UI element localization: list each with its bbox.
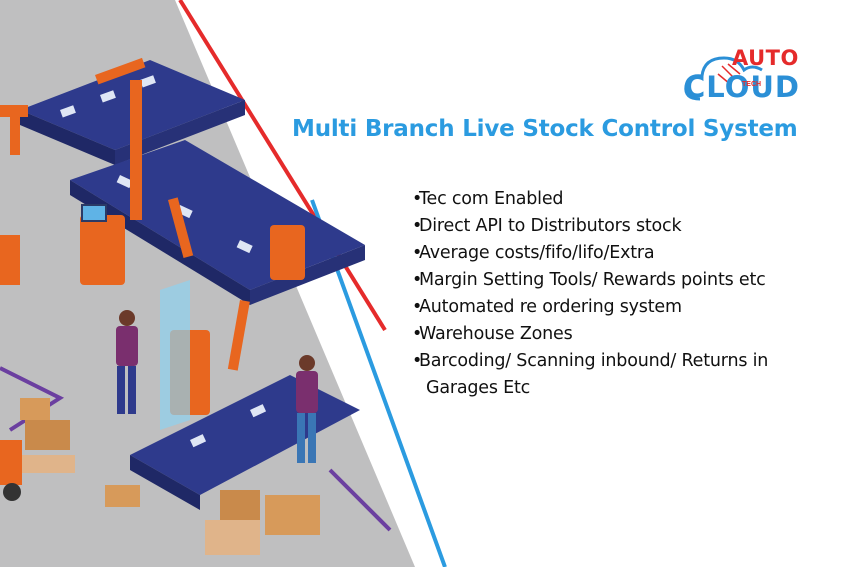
feature-item: •Automated re ordering system [412, 294, 832, 321]
page-title: Multi Branch Live Stock Control System [292, 116, 798, 142]
feature-item: •Average costs/fifo/lifo/Extra [412, 240, 832, 267]
bullet-icon: • [412, 243, 423, 263]
feature-item: •Margin Setting Tools/ Rewards points et… [412, 267, 832, 294]
bullet-icon: • [412, 216, 423, 236]
logo-text-cloud: CLOUD [684, 70, 801, 104]
feature-text: Warehouse Zones [419, 324, 573, 344]
brand-logo: AUTO CLOUD TECH [682, 44, 832, 106]
red-stripe [178, 0, 387, 332]
feature-item: •Barcoding/ Scanning inbound/ Returns in… [412, 348, 832, 402]
feature-text: Average costs/fifo/lifo/Extra [419, 243, 655, 263]
logo-text-auto: AUTO [732, 46, 799, 70]
feature-text: Automated re ordering system [419, 297, 682, 317]
forklift [0, 440, 22, 501]
feature-item: •Tec com Enabled [412, 186, 832, 213]
feature-text: Barcoding/ Scanning inbound/ Returns in [419, 351, 769, 371]
feature-text-continuation: Garages Etc [426, 378, 531, 398]
bullet-icon: • [412, 297, 423, 317]
bullet-icon: • [412, 324, 423, 344]
floor-line [328, 468, 392, 532]
worker-figure [116, 310, 138, 414]
feature-item: •Direct API to Distributors stock [412, 213, 832, 240]
monitor-icon [81, 204, 107, 222]
cardboard-boxes [15, 398, 320, 555]
bullet-icon: • [412, 189, 423, 209]
glass-panel [160, 280, 190, 430]
bullet-icon: • [412, 351, 423, 371]
bullet-icon: • [412, 270, 423, 290]
feature-list: •Tec com Enabled •Direct API to Distribu… [412, 186, 832, 402]
cloud-icon [684, 56, 763, 101]
feature-text: Tec com Enabled [419, 189, 564, 209]
feature-text: Direct API to Distributors stock [419, 216, 682, 236]
feature-text: Margin Setting Tools/ Rewards points etc [419, 270, 766, 290]
feature-item: •Warehouse Zones [412, 321, 832, 348]
worker-figure [296, 355, 318, 463]
logo-text-tech: TECH [742, 81, 762, 88]
